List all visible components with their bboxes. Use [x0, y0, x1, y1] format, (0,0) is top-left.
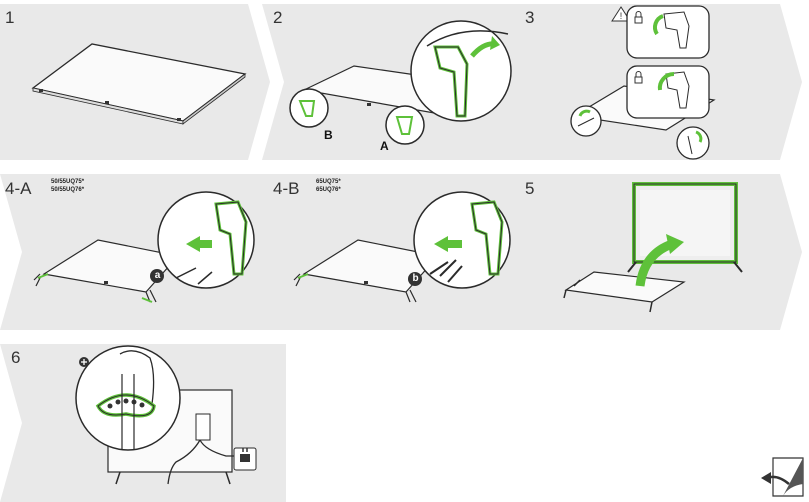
screw-label-a: a: [154, 270, 161, 281]
svg-text:!: !: [620, 11, 623, 21]
model-list: 65UQ75* 65UQ76*: [316, 178, 341, 194]
screw-install-illustration: [293, 191, 511, 303]
model-name: 50/55UQ75*: [51, 179, 85, 185]
tv-upright-illustration: [563, 182, 743, 313]
step-1-panel: 1: [0, 4, 270, 160]
step-4b-panel: 4-B 65UQ75* 65UQ76* b: [262, 174, 542, 330]
model-name: 65UQ75*: [316, 179, 341, 185]
step-3-panel: 3 !: [514, 4, 809, 160]
page-turn-icon[interactable]: [759, 456, 805, 498]
screw-label-b: b: [412, 273, 419, 284]
step-number: 1: [5, 8, 15, 27]
cable-management-illustration: [75, 345, 257, 485]
step-number: 4-A: [5, 179, 32, 198]
unlock-icon: [634, 71, 643, 84]
step-number: 4-B: [273, 179, 300, 198]
callout-label-b: B: [324, 128, 333, 142]
power-plug-icon: [240, 448, 250, 462]
warning-icon: !: [611, 6, 631, 22]
step-number: 3: [525, 8, 535, 27]
stand-install-illustration: [289, 20, 512, 145]
step-5-panel: 5: [514, 174, 809, 330]
step-number: 5: [525, 179, 535, 198]
model-name: 50/55UQ76*: [51, 187, 85, 193]
step-number: 6: [11, 348, 21, 367]
plus-icon: [79, 357, 89, 367]
step-6-panel: 6: [0, 344, 290, 502]
model-list: 50/55UQ75* 50/55UQ76*: [51, 178, 84, 194]
step-2-panel: 2 B A: [262, 4, 542, 160]
step-4a-panel: 4-A 50/55UQ75* 50/55UQ76* a: [0, 174, 290, 330]
tv-face-down-illustration: [31, 43, 247, 125]
step-number: 2: [273, 8, 283, 27]
stand-lock-illustration: !: [570, 5, 716, 160]
callout-label-a: A: [380, 139, 389, 153]
lock-icon: [634, 11, 643, 24]
screw-install-illustration: [33, 191, 255, 303]
model-name: 65UQ76*: [316, 187, 341, 193]
